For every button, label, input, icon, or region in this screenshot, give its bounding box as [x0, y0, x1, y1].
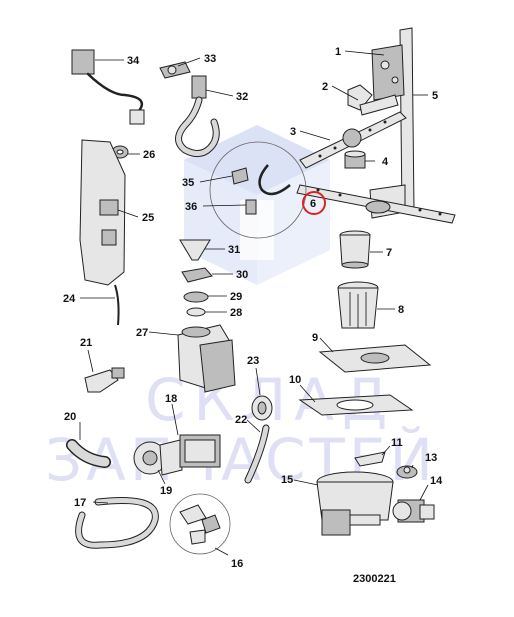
part-17-drain-hose [75, 496, 159, 549]
part-31-funnel [179, 239, 211, 261]
callout-2: 2 [322, 81, 328, 93]
callout-3: 3 [290, 126, 296, 138]
callout-31: 31 [228, 244, 240, 256]
part-18-heater [179, 434, 221, 468]
part-3-upper-spray-arm [299, 111, 407, 169]
part-21-elbow [84, 367, 125, 393]
callout-labels: 1 2 3 4 5 6 7 8 9 10 11 13 14 15 16 17 1… [63, 46, 443, 570]
leader-lines [79, 50, 429, 556]
part-33-hose-clamp [159, 61, 191, 79]
callout-25: 25 [142, 212, 154, 224]
part-24-tube [114, 284, 120, 326]
part-23-cap [251, 395, 273, 421]
callout-9: 9 [312, 332, 318, 344]
drawing-code: 2300221 [353, 573, 396, 585]
callout-22: 22 [235, 414, 247, 426]
callout-17: 17 [74, 497, 86, 509]
callout-21: 21 [80, 337, 92, 349]
callout-35: 35 [182, 177, 194, 189]
part-15-sump [316, 471, 394, 536]
part-9-filter-plate [318, 344, 432, 373]
callout-24: 24 [63, 293, 76, 305]
part-27-water-softener [177, 324, 236, 393]
callout-16: 16 [231, 558, 243, 570]
callout-32: 32 [236, 91, 248, 103]
callout-26: 26 [143, 149, 155, 161]
callout-36: 36 [185, 201, 197, 213]
callout-18: 18 [165, 393, 177, 405]
inset-35-36 [209, 141, 307, 239]
callout-8: 8 [398, 304, 404, 316]
part-10-sump-gasket [298, 394, 414, 416]
part-13-sensor [396, 465, 418, 479]
part-30-cap [181, 267, 213, 283]
part-34-power-cable [71, 49, 145, 125]
callout-15: 15 [281, 474, 293, 486]
callout-11: 11 [391, 437, 403, 449]
callout-27: 27 [136, 327, 148, 339]
part-14-drain-pump [392, 499, 435, 523]
callout-19: 19 [160, 485, 172, 497]
part-22-hose [244, 424, 270, 484]
part-20-hose [66, 439, 111, 468]
part-25-air-break [79, 139, 126, 286]
part-6-lower-spray-arm [296, 184, 456, 224]
part-7-filter-cup [339, 230, 371, 269]
callout-34: 34 [127, 55, 140, 67]
callout-1: 1 [335, 46, 341, 58]
callout-33: 33 [204, 53, 216, 65]
callout-23: 23 [247, 355, 259, 367]
part-19-wash-pump [133, 439, 183, 476]
callout-14: 14 [430, 475, 443, 487]
callout-28: 28 [230, 307, 242, 319]
part-16-fittings-inset [169, 493, 231, 555]
callout-6: 6 [310, 198, 316, 210]
part-4-spray-arm-nut [344, 150, 366, 169]
callout-30: 30 [236, 269, 248, 281]
callout-29: 29 [230, 291, 242, 303]
part-8-coarse-filter [337, 281, 379, 329]
callout-4: 4 [382, 156, 389, 168]
callout-20: 20 [64, 411, 76, 423]
callout-10: 10 [289, 374, 301, 386]
part-11-clip [354, 451, 386, 467]
part-32-inlet-hose [175, 75, 220, 157]
part-29-ring [183, 291, 209, 303]
part-2-upper-arm-connector [347, 84, 399, 116]
callout-5: 5 [432, 90, 438, 102]
callout-7: 7 [386, 247, 392, 259]
part-28-ring [186, 307, 206, 317]
callout-13: 13 [425, 452, 437, 464]
highlight-ring-part-6 [302, 191, 326, 215]
